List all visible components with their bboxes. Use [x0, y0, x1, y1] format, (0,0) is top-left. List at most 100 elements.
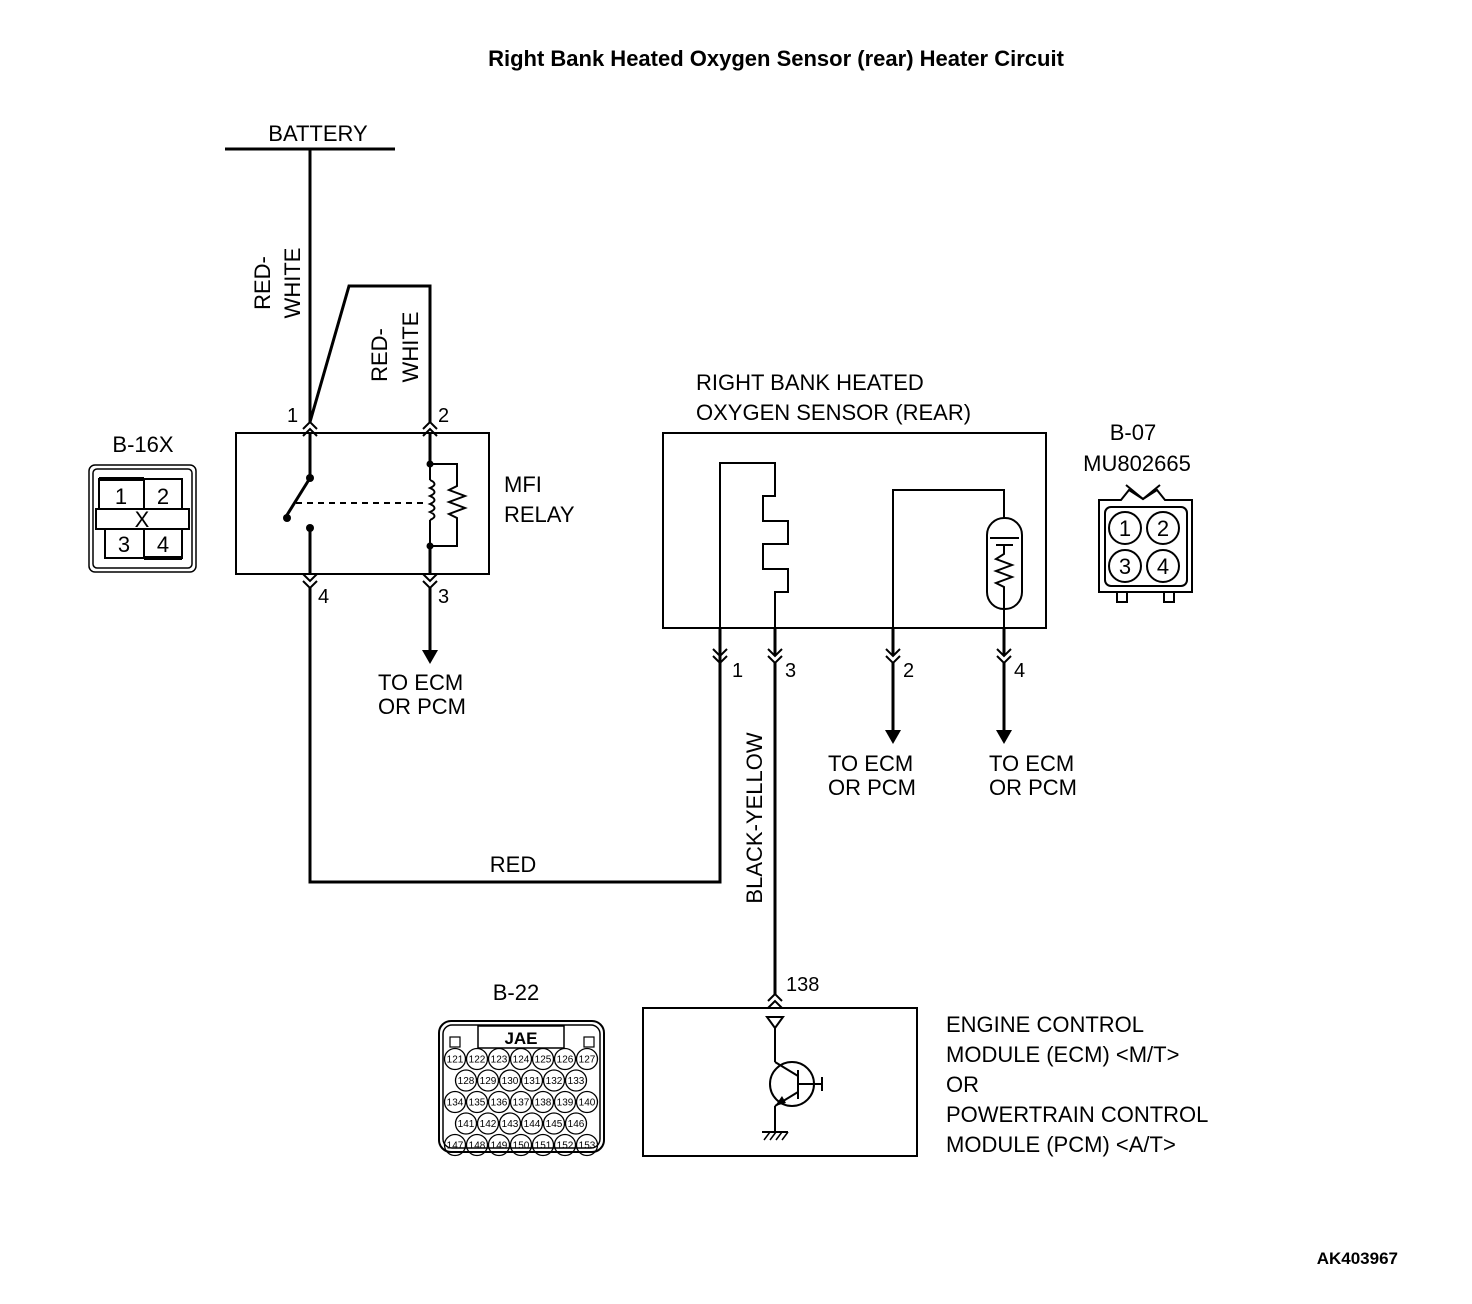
wire-color-red-white-2b: WHITE	[398, 312, 423, 383]
battery-label: BATTERY	[268, 121, 368, 146]
relay-pin-4: 4	[318, 586, 329, 608]
b16x-pin-4: 4	[157, 532, 169, 557]
wire-color-red-white-2a: RED-	[367, 328, 392, 382]
b22-pin-label: 132	[546, 1076, 563, 1087]
b22-pin	[564, 1069, 588, 1092]
b22-pin	[465, 1133, 489, 1157]
b22-pin-label: 152	[557, 1141, 574, 1152]
connector-b07-label: B-07	[1110, 420, 1156, 445]
b22-pin	[443, 1133, 467, 1157]
b22-pin	[520, 1069, 544, 1092]
ecm-name-line5: MODULE (PCM) <A/T>	[946, 1132, 1176, 1157]
b07-pin-1: 1	[1119, 516, 1131, 541]
relay-dest-line1: TO ECM	[378, 670, 463, 695]
sensor-dest2-line1: TO ECM	[828, 751, 913, 776]
b22-pin-label: 141	[458, 1119, 475, 1130]
b22-pin	[509, 1090, 533, 1114]
b22-pin-label: 144	[524, 1119, 541, 1130]
ecm-pin-138: 138	[786, 974, 819, 996]
b07-pin-2: 2	[1157, 516, 1169, 541]
b22-pin-label: 133	[568, 1076, 585, 1087]
b22-pin	[520, 1112, 544, 1135]
relay-pin-2: 2	[438, 405, 449, 427]
b22-pin-label: 139	[557, 1098, 574, 1109]
b22-pin-label: 140	[579, 1098, 596, 1109]
b22-pin	[476, 1069, 500, 1092]
sensor-dest4-line1: TO ECM	[989, 751, 1074, 776]
b22-pin	[498, 1069, 522, 1092]
b22-pin	[465, 1047, 489, 1071]
wire-battery-relay: RED- WHITE	[250, 149, 312, 422]
ecm-name-line4: POWERTRAIN CONTROL	[946, 1102, 1208, 1127]
b07-pin-3: 3	[1119, 554, 1131, 579]
b22-pin-label: 153	[579, 1141, 596, 1152]
b22-pin	[443, 1090, 467, 1114]
b22-pin	[553, 1047, 577, 1071]
ecm-module: ENGINE CONTROL MODULE (ECM) <M/T> OR POW…	[642, 1007, 1208, 1157]
wire-black-yellow: BLACK-YELLOW 138	[742, 663, 819, 1009]
b22-pin-label: 138	[535, 1098, 552, 1109]
figure-code: AK403967	[1317, 1249, 1398, 1268]
wire-color-red-white-1a: RED-	[250, 256, 275, 310]
b22-pin	[509, 1133, 533, 1157]
b22-pin	[476, 1112, 500, 1135]
b16x-pin-2: 2	[157, 484, 169, 509]
relay-name-line1: MFI	[504, 472, 542, 497]
b07-pin-4: 4	[1157, 554, 1169, 579]
b22-pin-label: 136	[491, 1098, 508, 1109]
b22-pin-label: 130	[502, 1076, 519, 1087]
b22-pin-label: 129	[480, 1076, 497, 1087]
b22-pin	[553, 1090, 577, 1114]
b22-pin-label: 134	[447, 1098, 464, 1109]
wire-color-red: RED	[490, 852, 536, 877]
mfi-relay: 1 2 4 3 MFI RELAY	[235, 405, 575, 608]
wire-color-black-yellow: BLACK-YELLOW	[742, 732, 767, 903]
sensor-pin-1: 1	[732, 660, 743, 682]
b22-pin	[531, 1133, 555, 1157]
b22-pin	[509, 1047, 533, 1071]
b22-pin-label: 125	[535, 1055, 552, 1066]
b22-pin-label: 128	[458, 1076, 475, 1087]
battery-bus: BATTERY	[225, 121, 395, 151]
relay-pin-3: 3	[438, 586, 449, 608]
wire-relay-jumper: RED- WHITE	[308, 284, 432, 423]
b22-pin-label: 124	[513, 1055, 530, 1066]
b22-pin-label: 127	[579, 1055, 596, 1066]
b22-pin-label: 123	[491, 1055, 508, 1066]
b22-pin	[498, 1112, 522, 1135]
relay-name-line2: RELAY	[504, 502, 575, 527]
b22-tag: JAE	[504, 1029, 537, 1048]
sensor-name-line2: OXYGEN SENSOR (REAR)	[696, 400, 971, 425]
b22-pin-label: 150	[513, 1141, 530, 1152]
b22-pin	[454, 1112, 478, 1135]
b22-pin-label: 122	[469, 1055, 486, 1066]
connector-b07: B-07 MU802665 1 2 3 4	[1083, 420, 1193, 603]
wire-relay-to-ecm: TO ECM OR PCM	[378, 588, 466, 719]
b22-pin	[487, 1090, 511, 1114]
connector-b22-label: B-22	[493, 980, 539, 1005]
b22-pin	[553, 1133, 577, 1157]
relay-dest-line2: OR PCM	[378, 694, 466, 719]
wire-red: RED	[308, 588, 722, 884]
b22-pin	[542, 1112, 566, 1135]
ecm-name-line3: OR	[946, 1072, 979, 1097]
diagram-title: Right Bank Heated Oxygen Sensor (rear) H…	[488, 46, 1064, 71]
b22-pin	[542, 1069, 566, 1092]
b16x-mark: X	[135, 507, 150, 532]
b22-pin	[575, 1090, 599, 1114]
b22-pin	[487, 1133, 511, 1157]
wire-color-red-white-1b: WHITE	[280, 248, 305, 319]
b22-pin-label: 135	[469, 1098, 486, 1109]
relay-pin-1: 1	[287, 405, 298, 427]
b22-pin	[443, 1047, 467, 1071]
b16x-pin-3: 3	[118, 532, 130, 557]
b22-pin-label: 146	[568, 1119, 585, 1130]
b22-pin	[575, 1047, 599, 1071]
sensor-pin-3: 3	[785, 660, 796, 682]
sensor-dest2-line2: OR PCM	[828, 775, 916, 800]
b22-pin-label: 151	[535, 1141, 552, 1152]
b22-pin-label: 148	[469, 1141, 486, 1152]
